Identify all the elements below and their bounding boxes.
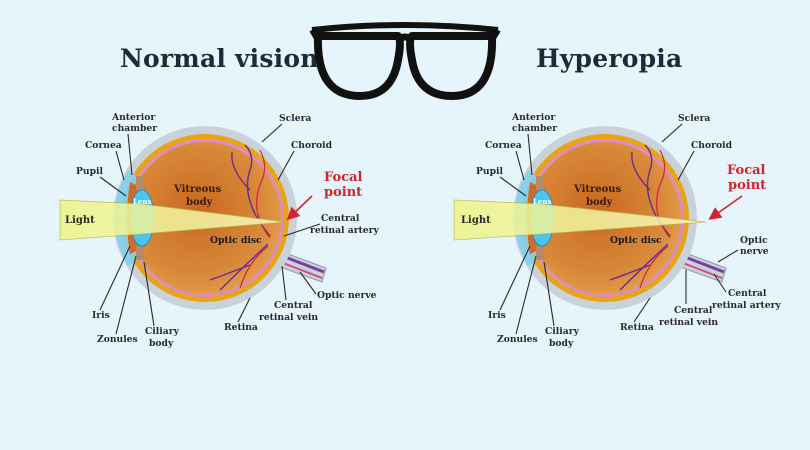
eye-hyperopia: Anterior chamber Sclera Cornea Choroid P… [453, 112, 781, 349]
label-choroid: Choroid [291, 140, 333, 151]
label-sclera: Sclera [279, 113, 311, 124]
label-lens: Lens [533, 197, 551, 206]
label-central: Central [321, 213, 360, 224]
label-point: point [324, 185, 362, 200]
label-iris: Iris [488, 310, 506, 321]
light-beam [453, 199, 707, 241]
label-optic: Optic [740, 235, 768, 246]
label-nerve: nerve [740, 246, 769, 257]
arrow-icon [286, 195, 313, 221]
eye-normal: Anterior chamber Sclera Cornea Choroid P… [59, 112, 379, 349]
label-sclera: Sclera [678, 113, 710, 124]
label-anterior: Anterior [511, 112, 555, 123]
label-vitreous: Vitreous [573, 184, 622, 195]
label-light: Light [461, 215, 491, 226]
label-iris: Iris [92, 310, 110, 321]
label-retinal-artery: retinal artery [712, 300, 781, 311]
label-choroid: Choroid [691, 140, 733, 151]
label-central-vein: Central [674, 305, 713, 316]
label-vitreous-body: body [586, 197, 614, 208]
label-retina: Retina [224, 322, 258, 333]
arrow-icon [708, 195, 743, 220]
label-vitreous-body: body [186, 197, 214, 208]
label-retinal-vein: retinal vein [659, 317, 718, 328]
glasses-icon [309, 22, 501, 100]
label-anterior: Anterior [111, 112, 155, 123]
label-optic-disc: Optic disc [210, 235, 262, 246]
label-light: Light [65, 215, 95, 226]
label-ciliary: Ciliary [545, 326, 580, 337]
label-ciliary-body: body [549, 338, 574, 349]
label-retinal-artery: retinal artery [310, 225, 379, 236]
label-optic-disc: Optic disc [610, 235, 662, 246]
label-chamber: chamber [512, 123, 557, 134]
title-hyperopia: Hyperopia [536, 44, 683, 73]
label-retina: Retina [620, 322, 654, 333]
label-cornea: Cornea [85, 140, 122, 151]
label-cornea: Cornea [485, 140, 522, 151]
title-normal-vision: Normal vision [120, 44, 319, 73]
label-pupil: Pupil [76, 166, 104, 177]
label-central-vein: Central [274, 300, 313, 311]
label-zonules: Zonules [97, 334, 138, 345]
label-central: Central [728, 288, 767, 299]
label-focal: Focal [727, 163, 766, 178]
label-zonules: Zonules [497, 334, 538, 345]
label-retinal-vein: retinal vein [259, 312, 318, 323]
label-vitreous: Vitreous [173, 184, 222, 195]
label-lens: Lens [133, 197, 151, 206]
label-optic-nerve: Optic nerve [317, 290, 377, 301]
label-focal: Focal [324, 170, 363, 185]
label-pupil: Pupil [476, 166, 504, 177]
label-ciliary: Ciliary [145, 326, 180, 337]
label-ciliary-body: body [149, 338, 174, 349]
light-beam [59, 199, 287, 241]
label-chamber: chamber [112, 123, 157, 134]
label-point: point [728, 178, 766, 193]
